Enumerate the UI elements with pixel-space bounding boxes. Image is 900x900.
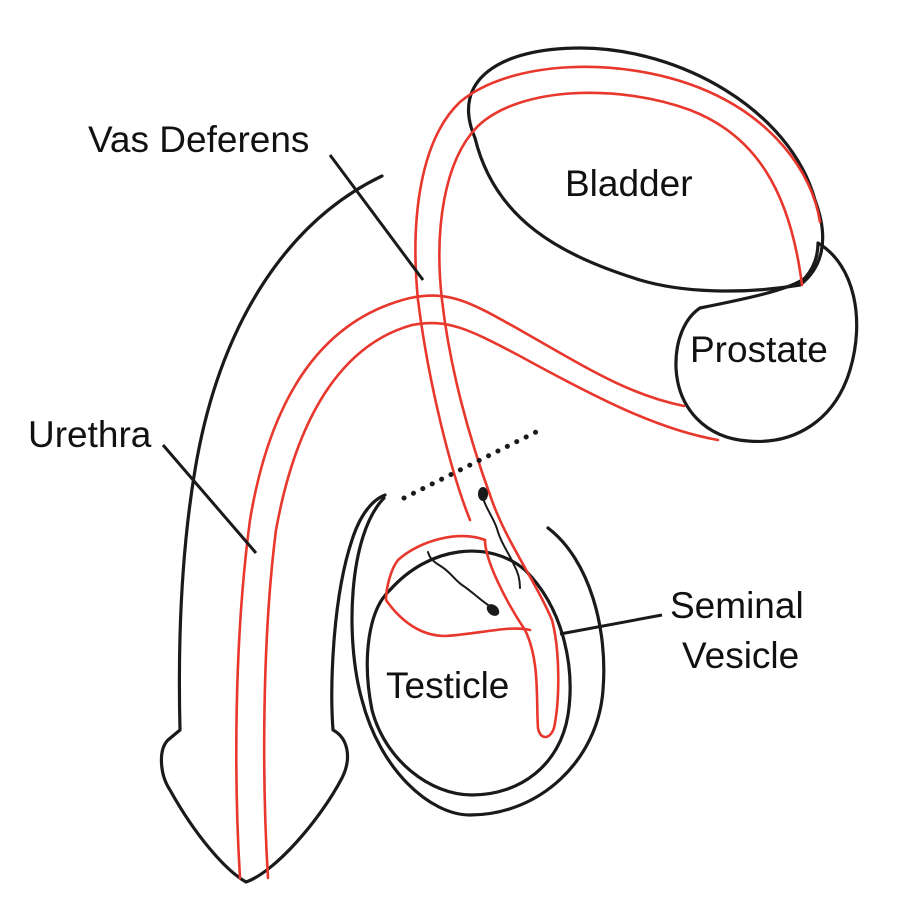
label-vas-deferens: Vas Deferens — [88, 119, 309, 160]
cut-line — [401, 429, 539, 501]
leader-lines — [161, 154, 663, 636]
label-seminal-vesicle-line2: Vesicle — [682, 635, 799, 676]
epididymis-curve — [384, 534, 532, 638]
testicle-outline — [365, 549, 572, 797]
label-bladder: Bladder — [565, 163, 693, 204]
label-testicle: Testicle — [386, 665, 509, 706]
label-prostate: Prostate — [690, 329, 828, 370]
ducts — [235, 65, 822, 880]
sperm-tail-2 — [483, 500, 521, 589]
labels: Vas Deferens Bladder Prostate Urethra Se… — [28, 119, 828, 706]
urethra-leader — [161, 444, 258, 554]
label-seminal-vesicle-line1: Seminal — [670, 585, 804, 626]
sperm-cell-1 — [427, 551, 500, 616]
urethra-line-outer — [235, 294, 686, 880]
organ-outlines — [159, 46, 859, 884]
sperm-head-2 — [478, 487, 488, 501]
seminal-vesicle-tube — [483, 493, 560, 739]
prostate-outline — [674, 241, 859, 444]
urethra-line-inner — [262, 321, 720, 880]
scrotum-outline — [350, 496, 606, 817]
sperm-head-1 — [486, 604, 500, 616]
seminal-vesicle-leader — [559, 613, 663, 636]
vas-deferens-leader — [328, 154, 425, 281]
sperm-tail-1 — [427, 551, 489, 606]
sperm-cell-2 — [478, 487, 521, 589]
penis-outline — [159, 174, 387, 884]
vas-deferens-line-outer — [414, 65, 822, 522]
bladder-outline — [467, 46, 825, 293]
vas-deferens-line-inner — [438, 91, 804, 497]
sperm-cells — [427, 487, 521, 616]
label-urethra: Urethra — [28, 414, 152, 455]
